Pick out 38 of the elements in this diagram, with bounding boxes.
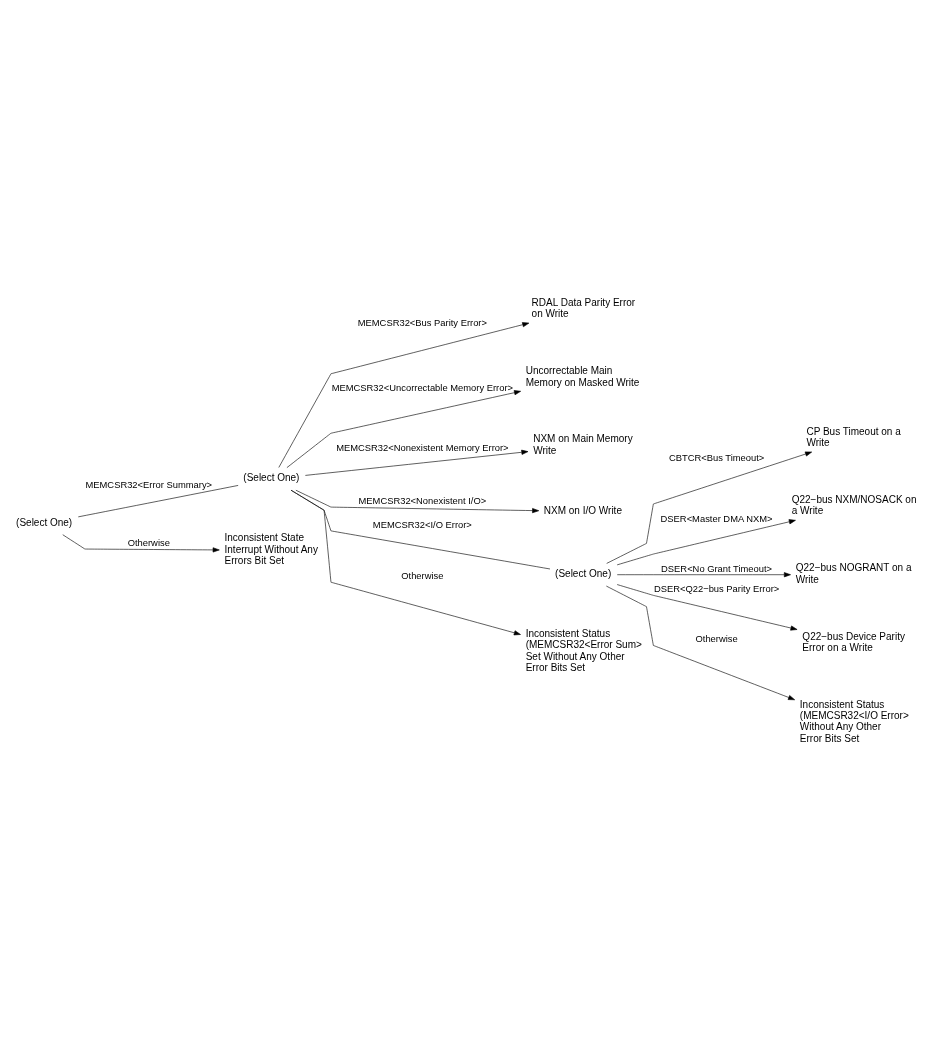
edge-label: MEMCSR32<Bus Parity Error> [357,316,487,328]
arrow [286,389,521,468]
edge-label: MEMCSR32<I/O Error> [372,518,472,530]
edge-label: MEMCSR32<Nonexistent I/O> [358,494,487,506]
edge-label: Otherwise [695,632,738,644]
node-text: Q22−bus NXM/NOSACK on a Write [791,493,917,516]
node-text: RDAL Data Parity Error on Write [531,296,636,319]
node-text: NXM on I/O Write [543,504,622,516]
node-text: (Select One) [16,516,73,528]
edge-label: MEMCSR32<Uncorrectable Memory Error> [331,381,514,393]
edge-label: CBTCR<Bus Timeout> [668,451,765,463]
arrow [62,533,220,552]
node-text: Inconsistent Status (MEMCSR32<Error Sum> Set Without Any Other Error Bits Set [525,627,642,673]
node-text: (Select One) [555,567,612,579]
edge-label: DSER<No Grant Timeout> [661,562,773,574]
node-text: NXM on Main Memory Write [533,433,633,456]
arrow [606,585,795,700]
node-text: CP Bus Timeout on a Write [806,425,901,448]
arrow [278,321,530,468]
arrow [616,518,796,565]
edge-label: Otherwise [127,536,170,548]
node-text: Q22−bus NOGRANT on a Write [795,561,912,585]
node-text: Inconsistent State Interrupt Without Any Errors Bit Set [224,531,318,566]
arrow [290,489,521,635]
edge-label: DSER<Q22−bus Parity Error> [653,582,780,594]
arrow [305,449,529,476]
arrow [616,571,791,577]
edge-label: Otherwise [401,569,444,581]
node-text: Q22−bus Device Parity Error on a Write [802,630,905,653]
node-text: (Select One) [243,471,300,483]
arrow [295,489,540,513]
node-text: Uncorrectable Main Memory on Masked Write [525,364,640,388]
edge-label: MEMCSR32<Nonexistent Memory Error> [336,441,509,453]
edge-label: DSER<Master DMA NXM> [660,512,773,523]
node-text: Inconsistent Status (MEMCSR32<I/O Error> Without Any Other Error Bits Set [799,698,909,744]
edge-label: MEMCSR32<Error Summary> [85,478,213,490]
arrow [616,583,798,630]
arrow [606,451,812,564]
